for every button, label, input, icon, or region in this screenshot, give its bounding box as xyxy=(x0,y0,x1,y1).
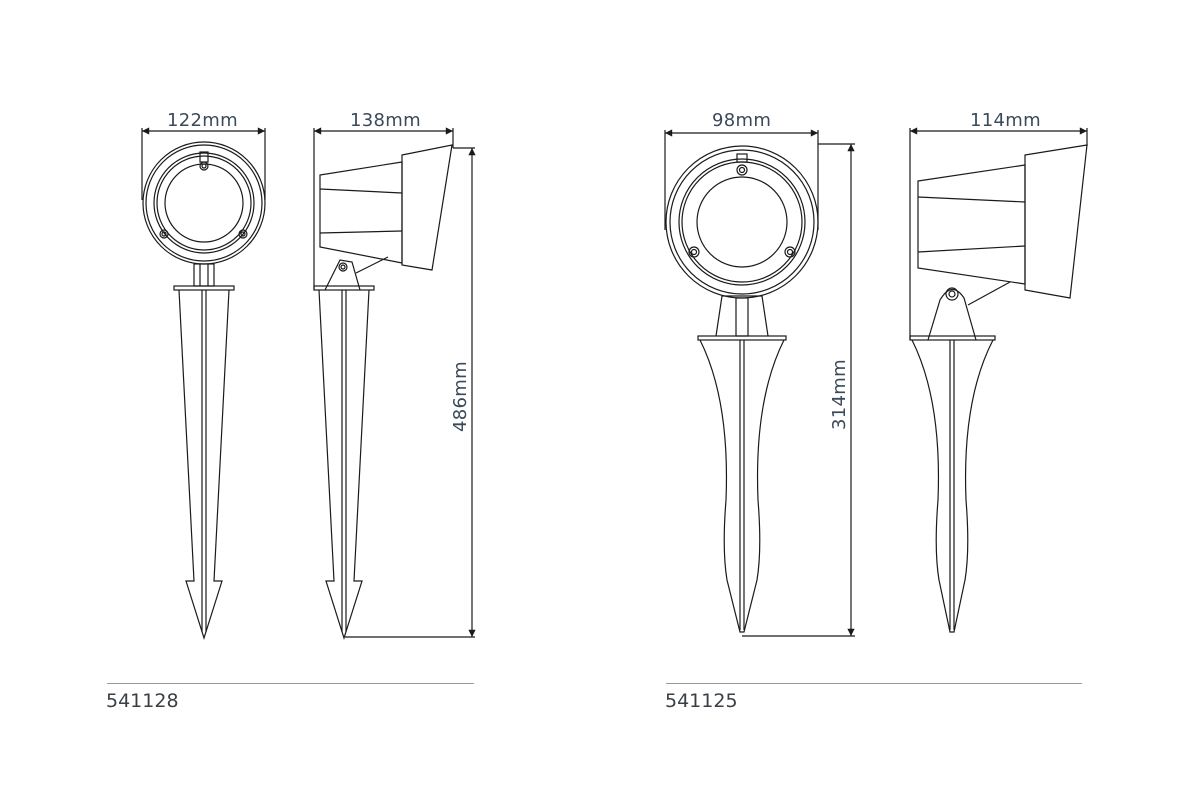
p2-product-code: 541125 xyxy=(665,690,738,712)
p2-divider xyxy=(666,683,1082,684)
p2-side-view xyxy=(909,127,1088,633)
p1-product-code: 541128 xyxy=(106,690,179,712)
p1-divider xyxy=(107,683,474,684)
p2-front-width-label: 98mm xyxy=(712,110,772,131)
p1-front-width-label: 122mm xyxy=(167,110,238,131)
p1-side-depth-label: 138mm xyxy=(350,110,421,131)
p2-side-depth-label: 114mm xyxy=(970,110,1041,131)
p1-side-view xyxy=(313,127,476,640)
p1-height-label: 486mm xyxy=(450,361,471,432)
p1-front-view xyxy=(141,127,266,640)
p2-front-view xyxy=(664,129,855,637)
p2-height-label: 314mm xyxy=(829,359,850,430)
